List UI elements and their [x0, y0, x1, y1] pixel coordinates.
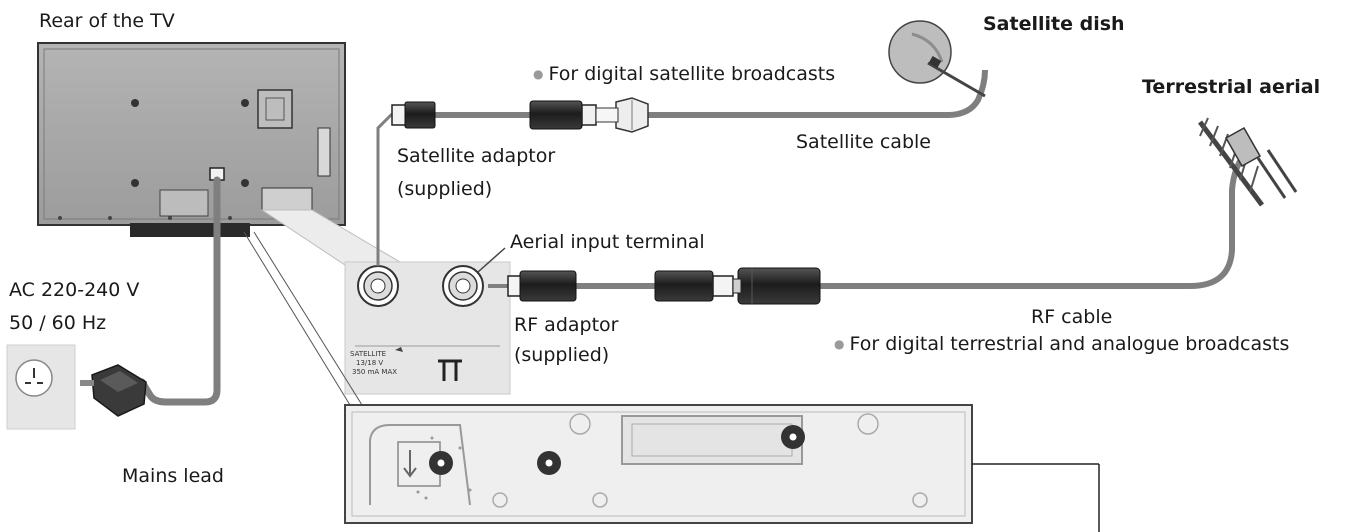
- rear-of-tv-label: Rear of the TV: [39, 10, 175, 32]
- mains-lead: [138, 176, 221, 406]
- satellite-adaptor-supplied: (supplied): [397, 178, 493, 200]
- satellite-adaptor: [391, 101, 436, 129]
- screw-hole-icon: [537, 451, 561, 475]
- satellite-input-terminal: [357, 265, 399, 307]
- satellite-spec-voltage: 13/18 V: [356, 359, 384, 367]
- satellite-adaptor-label: Satellite adaptor: [397, 145, 556, 167]
- aerial-input-terminal: [442, 265, 484, 307]
- satellite-cable-connector: [529, 100, 597, 130]
- aerial-symbol-icon: [438, 359, 462, 381]
- rf-adaptor: [507, 270, 577, 302]
- mains-plug: [80, 364, 147, 417]
- terminal-panel: [344, 261, 511, 395]
- ac-voltage-label: AC 220-240 V: [9, 279, 140, 301]
- rear-detail-zoom: [344, 404, 973, 524]
- terrestrial-analogue-note: For digital terrestrial and analogue bro…: [834, 333, 1289, 357]
- terrestrial-aerial-label: Terrestrial aerial: [1142, 76, 1321, 98]
- satellite-dish-icon: [888, 20, 986, 98]
- mains-lead-label: Mains lead: [122, 465, 224, 487]
- rf-plug: [732, 267, 821, 305]
- f-connector-plug: [595, 97, 649, 133]
- screw-hole-icon: [781, 425, 805, 449]
- satellite-cable-label: Satellite cable: [796, 131, 931, 153]
- satellite-dish-label: Satellite dish: [983, 13, 1125, 35]
- leader-lines: [243, 231, 506, 406]
- screw-hole-icon: [429, 451, 453, 475]
- wall-socket: [6, 344, 76, 430]
- terrestrial-aerial-icon: [1197, 117, 1298, 207]
- rf-adaptor-label: RF adaptor: [514, 314, 619, 336]
- satellite-spec-current: 350 mA MAX: [352, 368, 398, 376]
- satellite-symbol-icon: [395, 347, 403, 352]
- rf-chain: [488, 147, 1251, 305]
- satellite-marking: SATELLITE: [350, 350, 387, 358]
- digital-satellite-note: For digital satellite broadcasts: [533, 63, 835, 87]
- aerial-input-terminal-label: Aerial input terminal: [510, 231, 705, 253]
- rf-cable-label: RF cable: [1031, 306, 1113, 328]
- rf-cable-connector: [654, 270, 734, 302]
- satellite-chain: [376, 69, 988, 266]
- ac-frequency-label: 50 / 60 Hz: [9, 312, 107, 334]
- rf-adaptor-supplied: (supplied): [514, 344, 610, 366]
- tv-rear: [37, 42, 346, 237]
